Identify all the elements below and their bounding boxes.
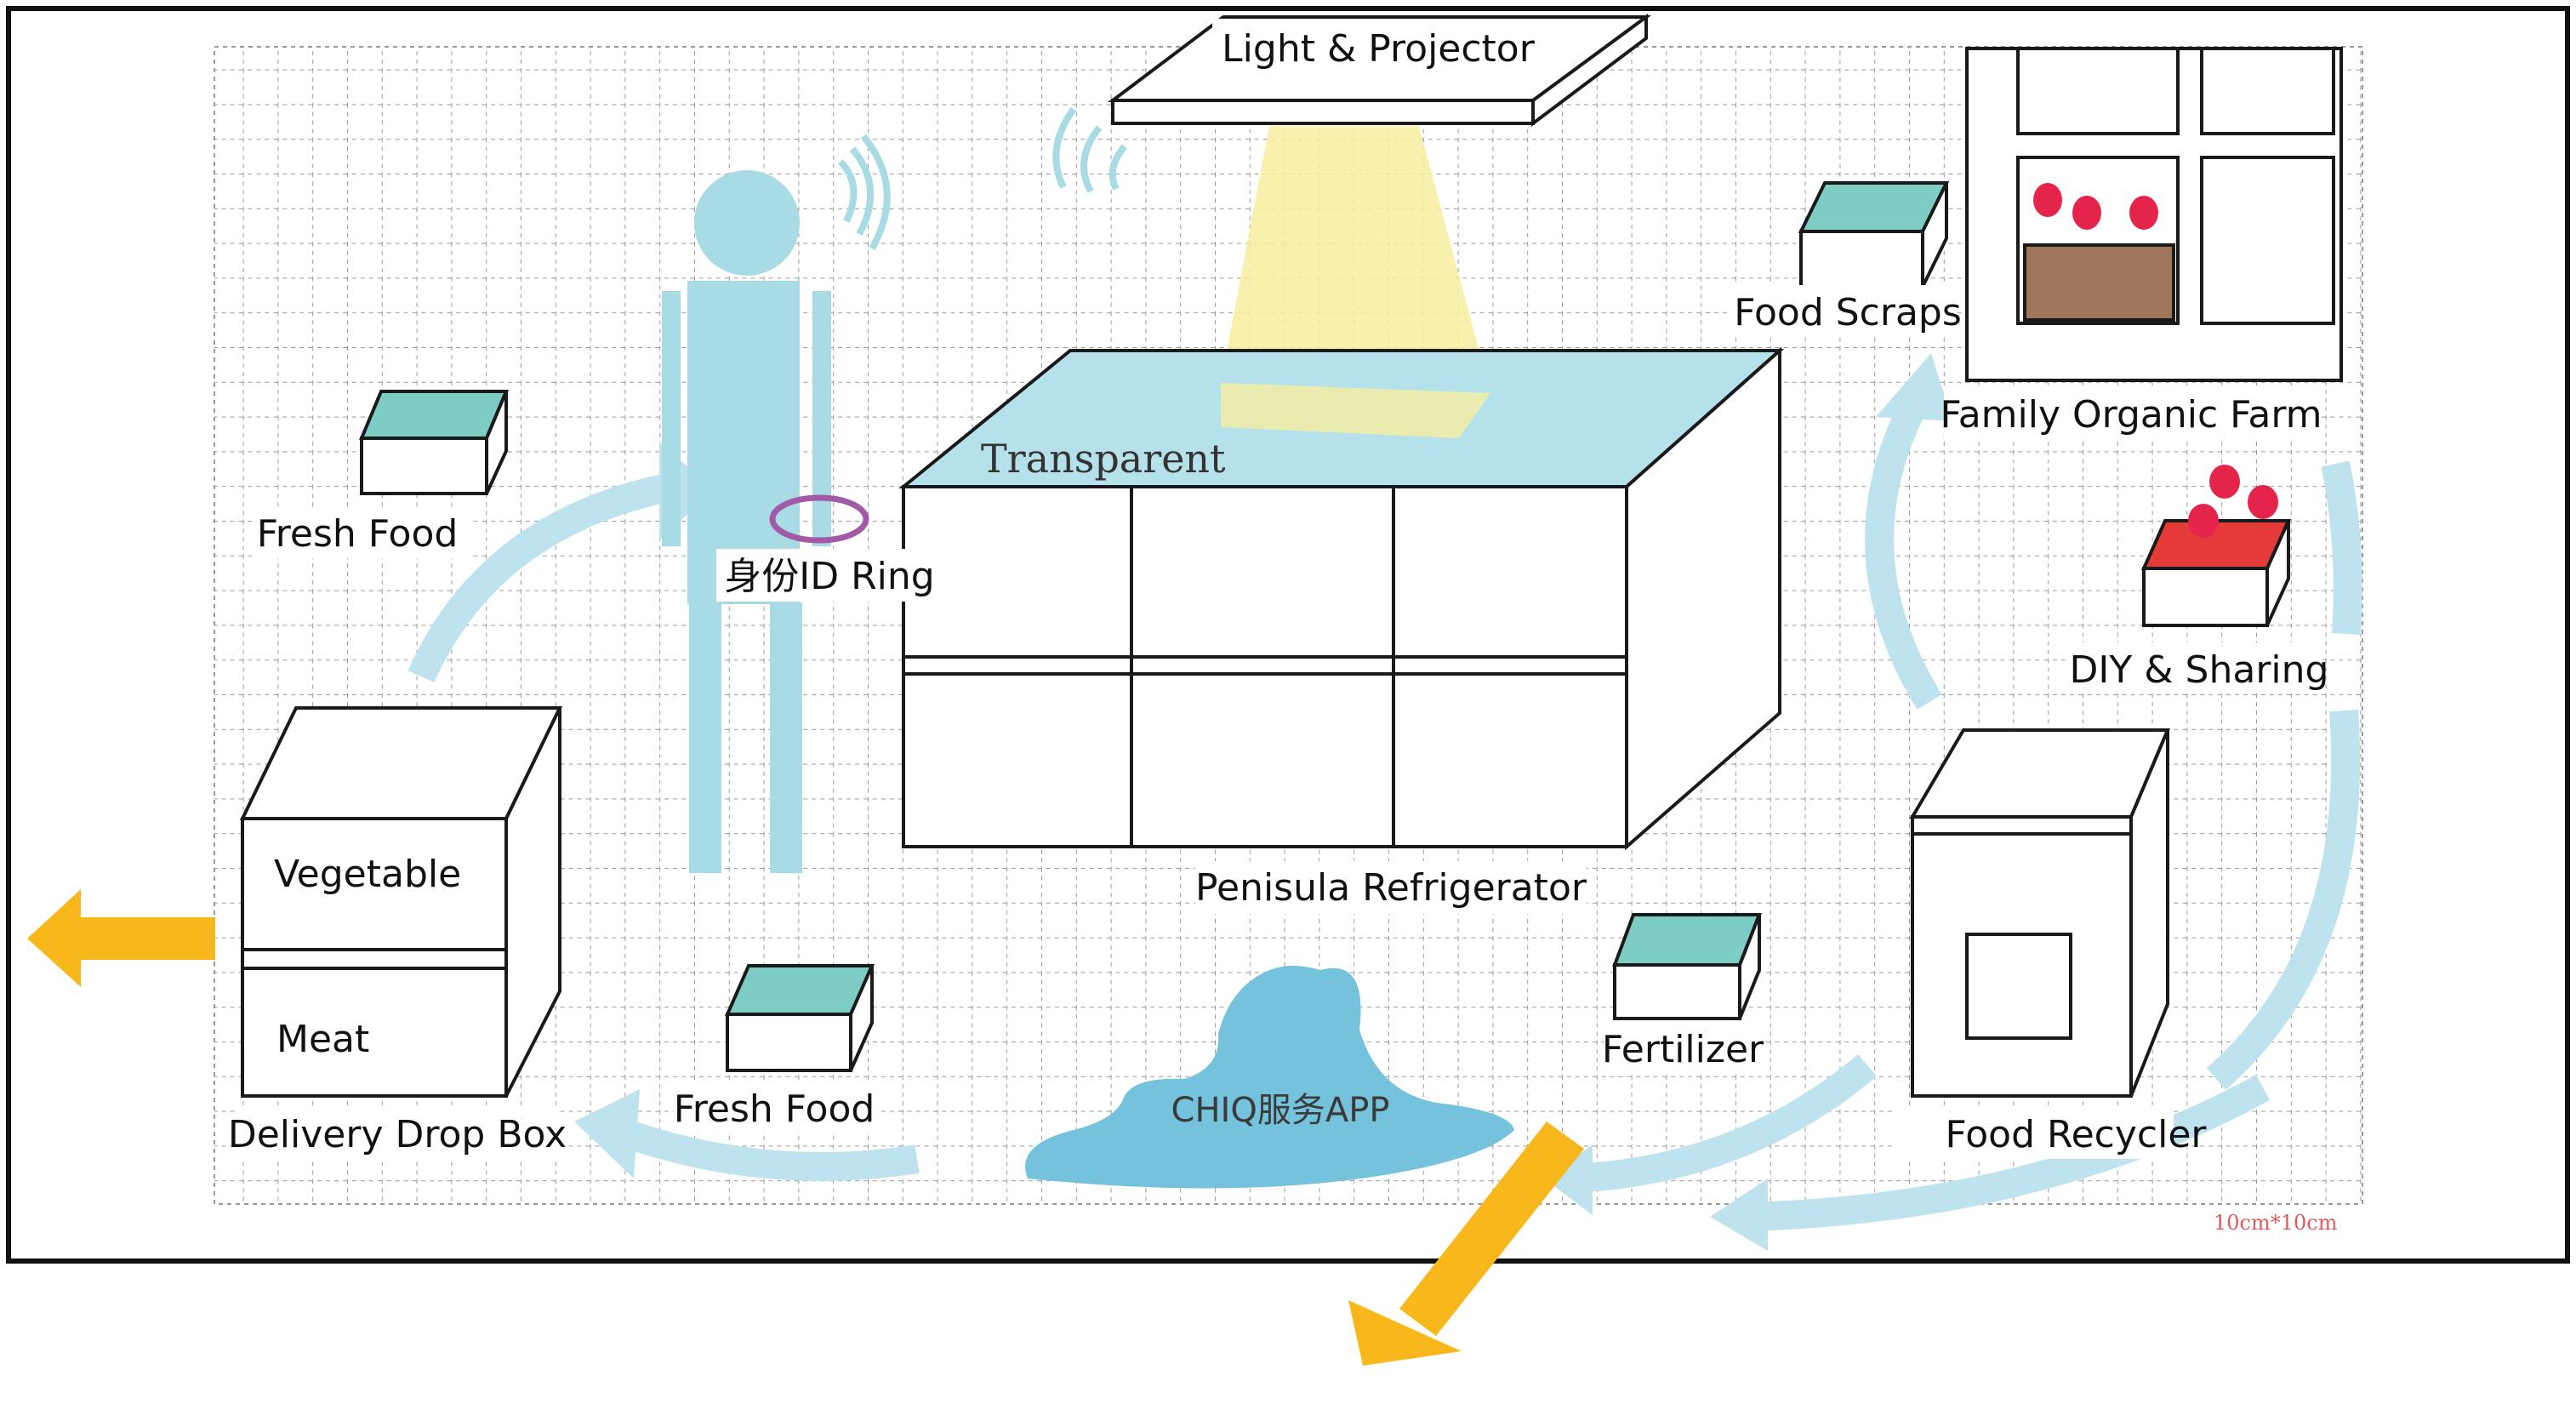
fridge-front (902, 485, 1628, 848)
flow-arrow-right-side (2206, 709, 2361, 1090)
label-delivery-drop-box: Delivery Drop Box (228, 1113, 567, 1156)
label-id-ring: 身份ID Ring (724, 555, 934, 598)
food-box-fresh-bottom (724, 964, 875, 1072)
food-box-fresh-top (358, 390, 510, 495)
person-leg-left (689, 602, 721, 873)
label-vegetable: Vegetable (274, 853, 461, 896)
output-arrow-left-shaft (81, 917, 215, 960)
delivery-box-side (504, 707, 561, 1097)
recycler-door (1965, 933, 2072, 1040)
label-food-recycler: Food Recycler (1946, 1113, 2208, 1156)
person-arm-right (812, 291, 831, 546)
flow-arrow-app-loop (1573, 1054, 1877, 1193)
label-refrigerator: Penisula Refrigerator (1195, 866, 1587, 910)
recycler-side (2129, 729, 2169, 1097)
label-fertilizer: Fertilizer (1602, 1028, 1764, 1071)
flow-arrows (407, 397, 2362, 1231)
flow-arrow-head-recycler-app (1710, 1179, 1768, 1251)
label-chiq-app: CHIQ服务APP (1171, 1091, 1390, 1130)
food-box-scraps (1798, 181, 1950, 288)
food-recycler (1909, 728, 2171, 1098)
label-food-scraps: Food Scraps (1734, 291, 1962, 334)
flow-arrow-delivery-to-person (407, 472, 675, 682)
person-head (694, 170, 800, 276)
label-fresh-food-top: Fresh Food (257, 512, 459, 556)
flow-arrow-head-app (1544, 1144, 1593, 1215)
food-box-fertilizer (1612, 913, 1762, 1020)
label-backgrounds (238, 19, 2322, 1161)
flow-arrow-head-farm (1876, 353, 1952, 421)
projector-side (1531, 14, 1648, 128)
id-ring-icon (769, 494, 869, 544)
flow-arrow-diy-down (2321, 460, 2362, 636)
fridge-highlight (1221, 383, 1490, 438)
peninsula-refrigerator (898, 346, 1785, 851)
label-light-projector: Light & Projector (1222, 27, 1536, 71)
label-fresh-food-bottom: Fresh Food (674, 1087, 875, 1131)
label-family-organic-farm: Family Organic Farm (1940, 393, 2322, 437)
flow-arrow-recycler-to-app (1747, 1075, 2271, 1231)
delivery-box-top (239, 706, 563, 820)
label-transparent: Transparent (981, 436, 1226, 482)
label-scale: 10cm*10cm (2214, 1211, 2338, 1235)
light-beam (1221, 126, 1490, 393)
signal-waves-icon (1052, 106, 1128, 193)
diy-sharing-box (2140, 465, 2292, 627)
label-diy-sharing: DIY & Sharing (2070, 648, 2329, 692)
flow-arrow-head-delivery (574, 1089, 640, 1179)
projector-front (1111, 99, 1535, 125)
diy-tomato-icons (2188, 465, 2278, 538)
tomato-icons (2033, 183, 2158, 230)
person-arm-left (662, 291, 681, 546)
output-arrow-left-head (27, 889, 81, 987)
output-arrow-down-shaft (1399, 1121, 1584, 1336)
output-arrow-down-head (1348, 1300, 1462, 1366)
flow-arrow-fresh-food-to-delivery (616, 1117, 920, 1181)
person-signal-icon (838, 134, 891, 250)
family-organic-farm (1965, 47, 2343, 382)
flow-arrow-recycler-to-farm (1865, 397, 1942, 710)
app-blob (1025, 966, 1514, 1189)
label-meat: Meat (276, 1018, 369, 1061)
output-arrows (27, 889, 1584, 1366)
person-leg-right (770, 602, 802, 873)
farm-soil (2023, 243, 2175, 322)
fridge-side (1625, 346, 1781, 851)
